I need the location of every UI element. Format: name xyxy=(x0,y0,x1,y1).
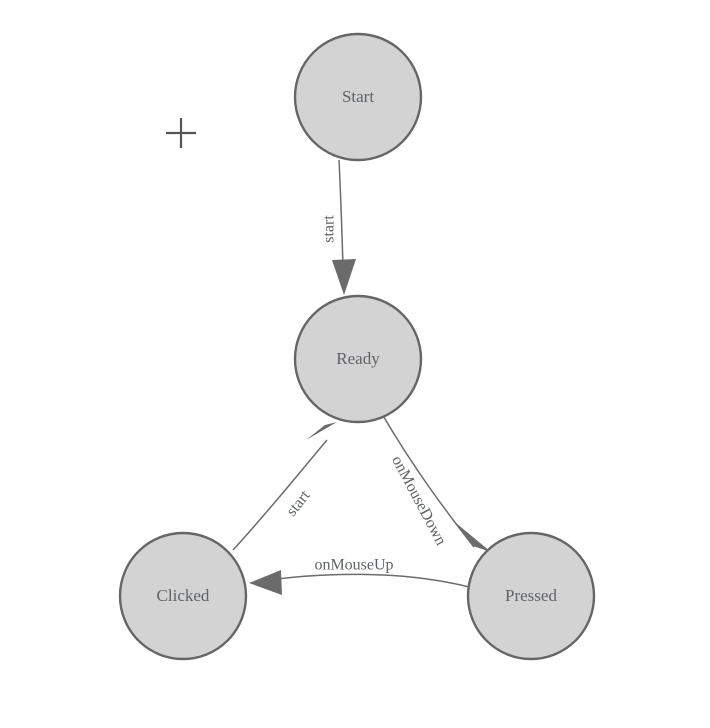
edge-label-ready-to-pressed: onMouseDown xyxy=(388,453,449,548)
crosshair-marker xyxy=(166,118,196,148)
edge-start-to-ready-arrowhead xyxy=(332,259,356,295)
edge-label-start-to-ready: start xyxy=(321,215,338,243)
edge-clicked-to-ready-arrowhead xyxy=(306,422,337,440)
edge-label-clicked-to-ready: start xyxy=(283,487,314,520)
node-clicked[interactable]: Clicked xyxy=(118,531,248,661)
edge-clicked-to-ready-path xyxy=(232,439,328,551)
node-start[interactable]: Start xyxy=(293,32,423,162)
edge-ready-to-pressed-path xyxy=(381,413,475,548)
edge-start-to-ready-path xyxy=(338,159,344,267)
edge-ready-to-pressed-arrowhead xyxy=(456,523,491,552)
node-pressed[interactable]: Pressed xyxy=(466,531,596,661)
edge-start-to-ready[interactable]: start xyxy=(321,159,356,295)
edge-clicked-to-ready[interactable]: start xyxy=(232,422,337,551)
edge-label-pressed-to-clicked: onMouseUp xyxy=(314,557,393,574)
node-start-circle[interactable] xyxy=(293,32,423,162)
edge-pressed-to-clicked-arrowhead xyxy=(249,570,282,595)
node-clicked-circle[interactable] xyxy=(118,531,248,661)
node-ready[interactable]: Ready xyxy=(293,294,423,424)
edge-pressed-to-clicked-path xyxy=(254,573,470,588)
node-pressed-circle[interactable] xyxy=(466,531,596,661)
edge-ready-to-pressed[interactable]: onMouseDown xyxy=(381,413,491,552)
edge-pressed-to-clicked[interactable]: onMouseUp xyxy=(249,557,470,595)
node-ready-circle[interactable] xyxy=(293,294,423,424)
